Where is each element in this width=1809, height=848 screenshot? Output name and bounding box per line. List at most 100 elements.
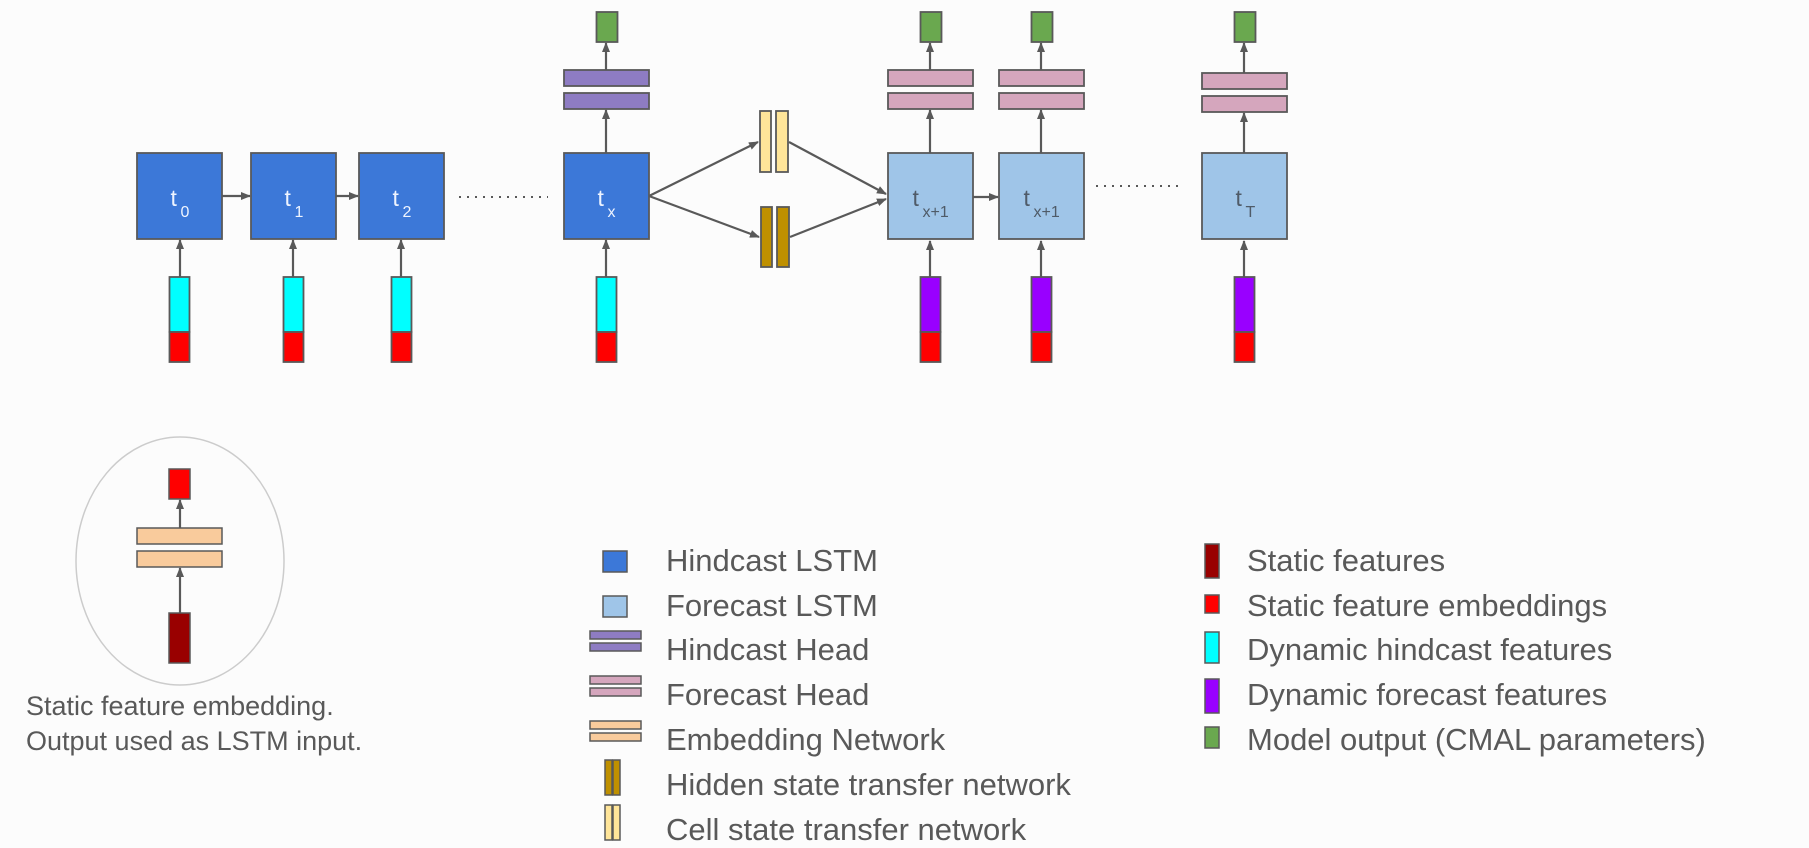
cell-state-transfer-icon — [604, 804, 621, 841]
hindcast-cell-box — [136, 152, 223, 240]
forecast-cell: tx+1 — [887, 152, 974, 240]
legend-item: Hindcast LSTM — [602, 543, 878, 578]
model-output-block — [595, 11, 619, 43]
inset-caption-line1: Static feature embedding. — [26, 691, 334, 721]
cell-transfer-bar-right — [775, 110, 789, 173]
hindcast-cell-subscript: x — [608, 204, 616, 221]
heads — [563, 11, 1288, 113]
hindcast-head — [563, 11, 650, 110]
legend-item: Static features — [1204, 543, 1445, 579]
static-feature-embedding-block — [1233, 331, 1256, 363]
forecast-cell: tx+1 — [998, 152, 1085, 240]
forecast-cell-subscript: T — [1246, 204, 1256, 221]
input-stack — [282, 276, 305, 363]
forecast-cell-box — [998, 152, 1085, 240]
forecast-head-bar-bottom — [998, 92, 1085, 110]
forecast-head — [1201, 11, 1288, 113]
hindcast-cell: t0 — [136, 152, 223, 240]
legend-label: Static features — [1247, 543, 1445, 578]
hidden-transfer-bar-right — [776, 206, 790, 268]
hindcast-cell: t1 — [250, 152, 337, 240]
hindcast-cell-label: t — [285, 185, 292, 211]
hindcast-cell-subscript: 2 — [403, 204, 412, 221]
legend-item: Static feature embeddings — [1204, 588, 1607, 623]
hidden-transfer-bar-left — [760, 206, 773, 268]
hindcast-cell-box — [563, 152, 650, 240]
forecast-head — [998, 11, 1085, 110]
legend-label: Dynamic forecast features — [1247, 677, 1607, 712]
inset-embedding-bar-bottom — [136, 550, 223, 568]
cell-transfer-bar-left — [759, 110, 772, 173]
model-output-block — [1030, 11, 1054, 43]
cell-state-transfer-network — [759, 110, 789, 173]
static-feature-embeddings-icon — [1204, 594, 1220, 614]
icon-bar-left — [604, 759, 613, 796]
icon-bar-top — [589, 720, 642, 730]
icon-bar-top — [589, 630, 642, 640]
model-output-icon — [1204, 726, 1220, 749]
hindcast-cell: tx — [563, 152, 650, 240]
legend-label: Dynamic hindcast features — [1247, 632, 1612, 667]
dynamic-forecast-features-block — [919, 276, 942, 333]
icon-bar-right — [612, 804, 621, 841]
arrow-hidden-transfer-tx1 — [789, 197, 887, 239]
hindcast-cell-label: t — [171, 185, 178, 211]
legend-item: Dynamic hindcast features — [1204, 631, 1612, 667]
hindcast-cell-subscript: 1 — [295, 204, 304, 221]
inset-static-embedding-block — [168, 468, 191, 500]
forecast-head-icon — [589, 675, 642, 697]
legend-label: Static feature embeddings — [1247, 588, 1607, 623]
arrows — [176, 42, 1248, 613]
dynamic-hindcast-features-icon — [1204, 631, 1220, 664]
legend-label: Hindcast Head — [666, 632, 869, 667]
hindcast-cell-label: t — [393, 185, 400, 211]
dynamic-forecast-features-icon — [1204, 678, 1220, 714]
static-feature-embedding-block — [1030, 331, 1053, 363]
hidden-state-transfer-network — [760, 206, 790, 268]
arrow-cell-transfer-tx1 — [788, 141, 887, 195]
hindcast-cell-box — [250, 152, 337, 240]
input-stack — [168, 276, 191, 363]
static-feature-embedding-block — [390, 331, 413, 363]
inset-static-features-block — [168, 612, 191, 664]
transfer-networks — [759, 110, 790, 268]
hindcast-lstm-icon — [602, 550, 628, 573]
input-stack — [919, 276, 942, 363]
forecast-head — [887, 11, 974, 110]
input-stack — [390, 276, 413, 363]
static-feature-embedding-block — [919, 331, 942, 363]
embedding-network-icon — [589, 720, 642, 742]
hidden-state-transfer-icon — [604, 759, 621, 796]
forecast-cell-label: t — [913, 185, 920, 211]
legend-label: Hidden state transfer network — [666, 767, 1071, 802]
forecast-head-bar-top — [998, 69, 1085, 87]
legend-item: Hindcast Head — [589, 630, 869, 667]
forecast-cell-subscript: x+1 — [923, 204, 949, 221]
input-stack — [1030, 276, 1053, 363]
hindcast-cell-box — [358, 152, 445, 240]
icon-bar-bottom — [589, 732, 642, 742]
hindcast-head-bar-top — [563, 69, 650, 87]
forecast-cell-box — [887, 152, 974, 240]
forecast-cell-label: t — [1024, 185, 1031, 211]
dynamic-hindcast-features-block — [390, 276, 413, 333]
legend-item: Forecast LSTM — [602, 588, 878, 623]
input-stack — [595, 276, 618, 363]
legend-label: Hindcast LSTM — [666, 543, 878, 578]
forecast-head-bar-top — [887, 69, 974, 87]
legend-item: Hidden state transfer network — [604, 759, 1071, 802]
dynamic-forecast-features-block — [1030, 276, 1053, 333]
model-output-block — [1233, 11, 1257, 43]
forecast-lstm-icon — [602, 595, 628, 618]
static-feature-embedding-block — [595, 331, 618, 363]
legend-item: Cell state transfer network — [604, 804, 1027, 847]
legend-item: Embedding Network — [589, 720, 946, 757]
icon-bar-left — [604, 804, 613, 841]
static-feature-embedding-block — [168, 331, 191, 363]
legend-item: Dynamic forecast features — [1204, 677, 1607, 714]
legend-item: Model output (CMAL parameters) — [1204, 722, 1706, 757]
static-features-icon — [1204, 543, 1220, 579]
